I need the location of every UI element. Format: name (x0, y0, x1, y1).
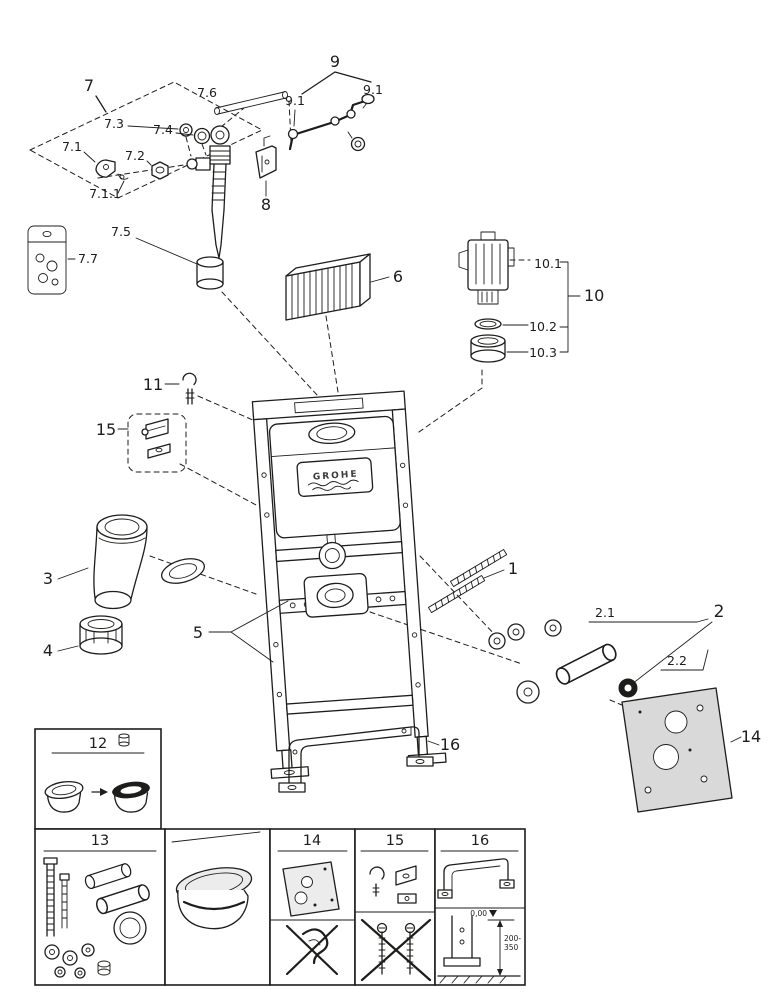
callout-7-4: 7.4 (153, 122, 173, 137)
depth-range-bottom-text: 350 (504, 943, 519, 952)
callout-5: 5 (193, 623, 203, 642)
panel-15-label: 15 (386, 833, 404, 849)
callout-10-2: 10.2 (529, 319, 557, 334)
floor-level-text: 0,00 (470, 909, 487, 918)
callout-7-2: 7.2 (125, 148, 145, 163)
hanger-hook (164, 372, 197, 405)
panel-14-label: 14 (303, 833, 321, 849)
panel-toilet (164, 828, 271, 986)
cross-icon (285, 924, 339, 976)
bracket-icon (395, 865, 417, 904)
foot-height-diagram (437, 910, 521, 984)
callout-2-1: 2.1 (595, 605, 615, 620)
threaded-rods (428, 549, 508, 614)
callout-4: 4 (43, 641, 53, 660)
support-bracket-icon (437, 858, 515, 899)
callout-10: 10 (584, 286, 604, 305)
callout-9-1-left: 9.1 (285, 93, 305, 108)
sound-insulation-panel (621, 687, 742, 813)
callout-7: 7 (84, 76, 94, 95)
insulation-sheet-icon (282, 861, 340, 917)
hook-icon (369, 866, 385, 897)
callout-10-3: 10.3 (529, 345, 557, 360)
panel-13-label: 13 (91, 833, 109, 849)
drain-sleeve (57, 615, 123, 655)
flush-valve-assembly (458, 231, 581, 363)
callout-7-3: 7.3 (104, 116, 124, 131)
fixing-bracket-set (117, 413, 187, 473)
callout-7-1: 7.1 (62, 139, 82, 154)
callout-2: 2 (714, 602, 725, 622)
callout-9-1-right: 9.1 (363, 82, 383, 97)
callout-7-1-1: 7.1.1 (89, 186, 121, 201)
callout-6: 6 (393, 267, 403, 286)
callout-16-mid: 16 (440, 735, 460, 754)
callout-3: 3 (43, 569, 53, 588)
callout-11: 11 (143, 375, 163, 394)
callout-2-2: 2.2 (667, 653, 687, 668)
depth-range-top-text: 200- (504, 934, 521, 943)
callout-9: 9 (330, 52, 340, 71)
panel-15 (354, 828, 436, 986)
panel-12-label: 12 (89, 736, 107, 752)
panel-16 (434, 828, 526, 986)
callout-1: 1 (508, 559, 518, 578)
grohe-logo-text: GROHE (313, 469, 359, 482)
callout-15-mid: 15 (96, 420, 116, 439)
callout-14-right: 14 (741, 727, 761, 746)
callout-7-6: 7.6 (197, 85, 217, 100)
inlet-pipe-assembly (287, 71, 375, 152)
panel-13 (34, 828, 166, 986)
fill-valve-assembly (27, 91, 288, 295)
installation-frame: GROHE (251, 390, 447, 779)
callout-5-leaders (208, 600, 289, 663)
cross-icon (360, 918, 432, 982)
panel-16-label: 16 (471, 833, 489, 849)
support-bracket (278, 726, 440, 793)
pipe-bracket (255, 135, 277, 197)
protection-box (285, 253, 390, 321)
toilet-icon-after (112, 781, 150, 813)
drain-bend (57, 514, 206, 610)
callout-7-5: 7.5 (111, 224, 131, 239)
callout-8: 8 (261, 195, 271, 214)
arrow-icon (100, 788, 108, 796)
callout-10-1: 10.1 (534, 256, 562, 271)
fixing-hardware (488, 618, 713, 704)
callout-7-7: 7.7 (78, 251, 98, 266)
panel-14 (269, 828, 356, 986)
toilet-icon-before (44, 780, 84, 813)
